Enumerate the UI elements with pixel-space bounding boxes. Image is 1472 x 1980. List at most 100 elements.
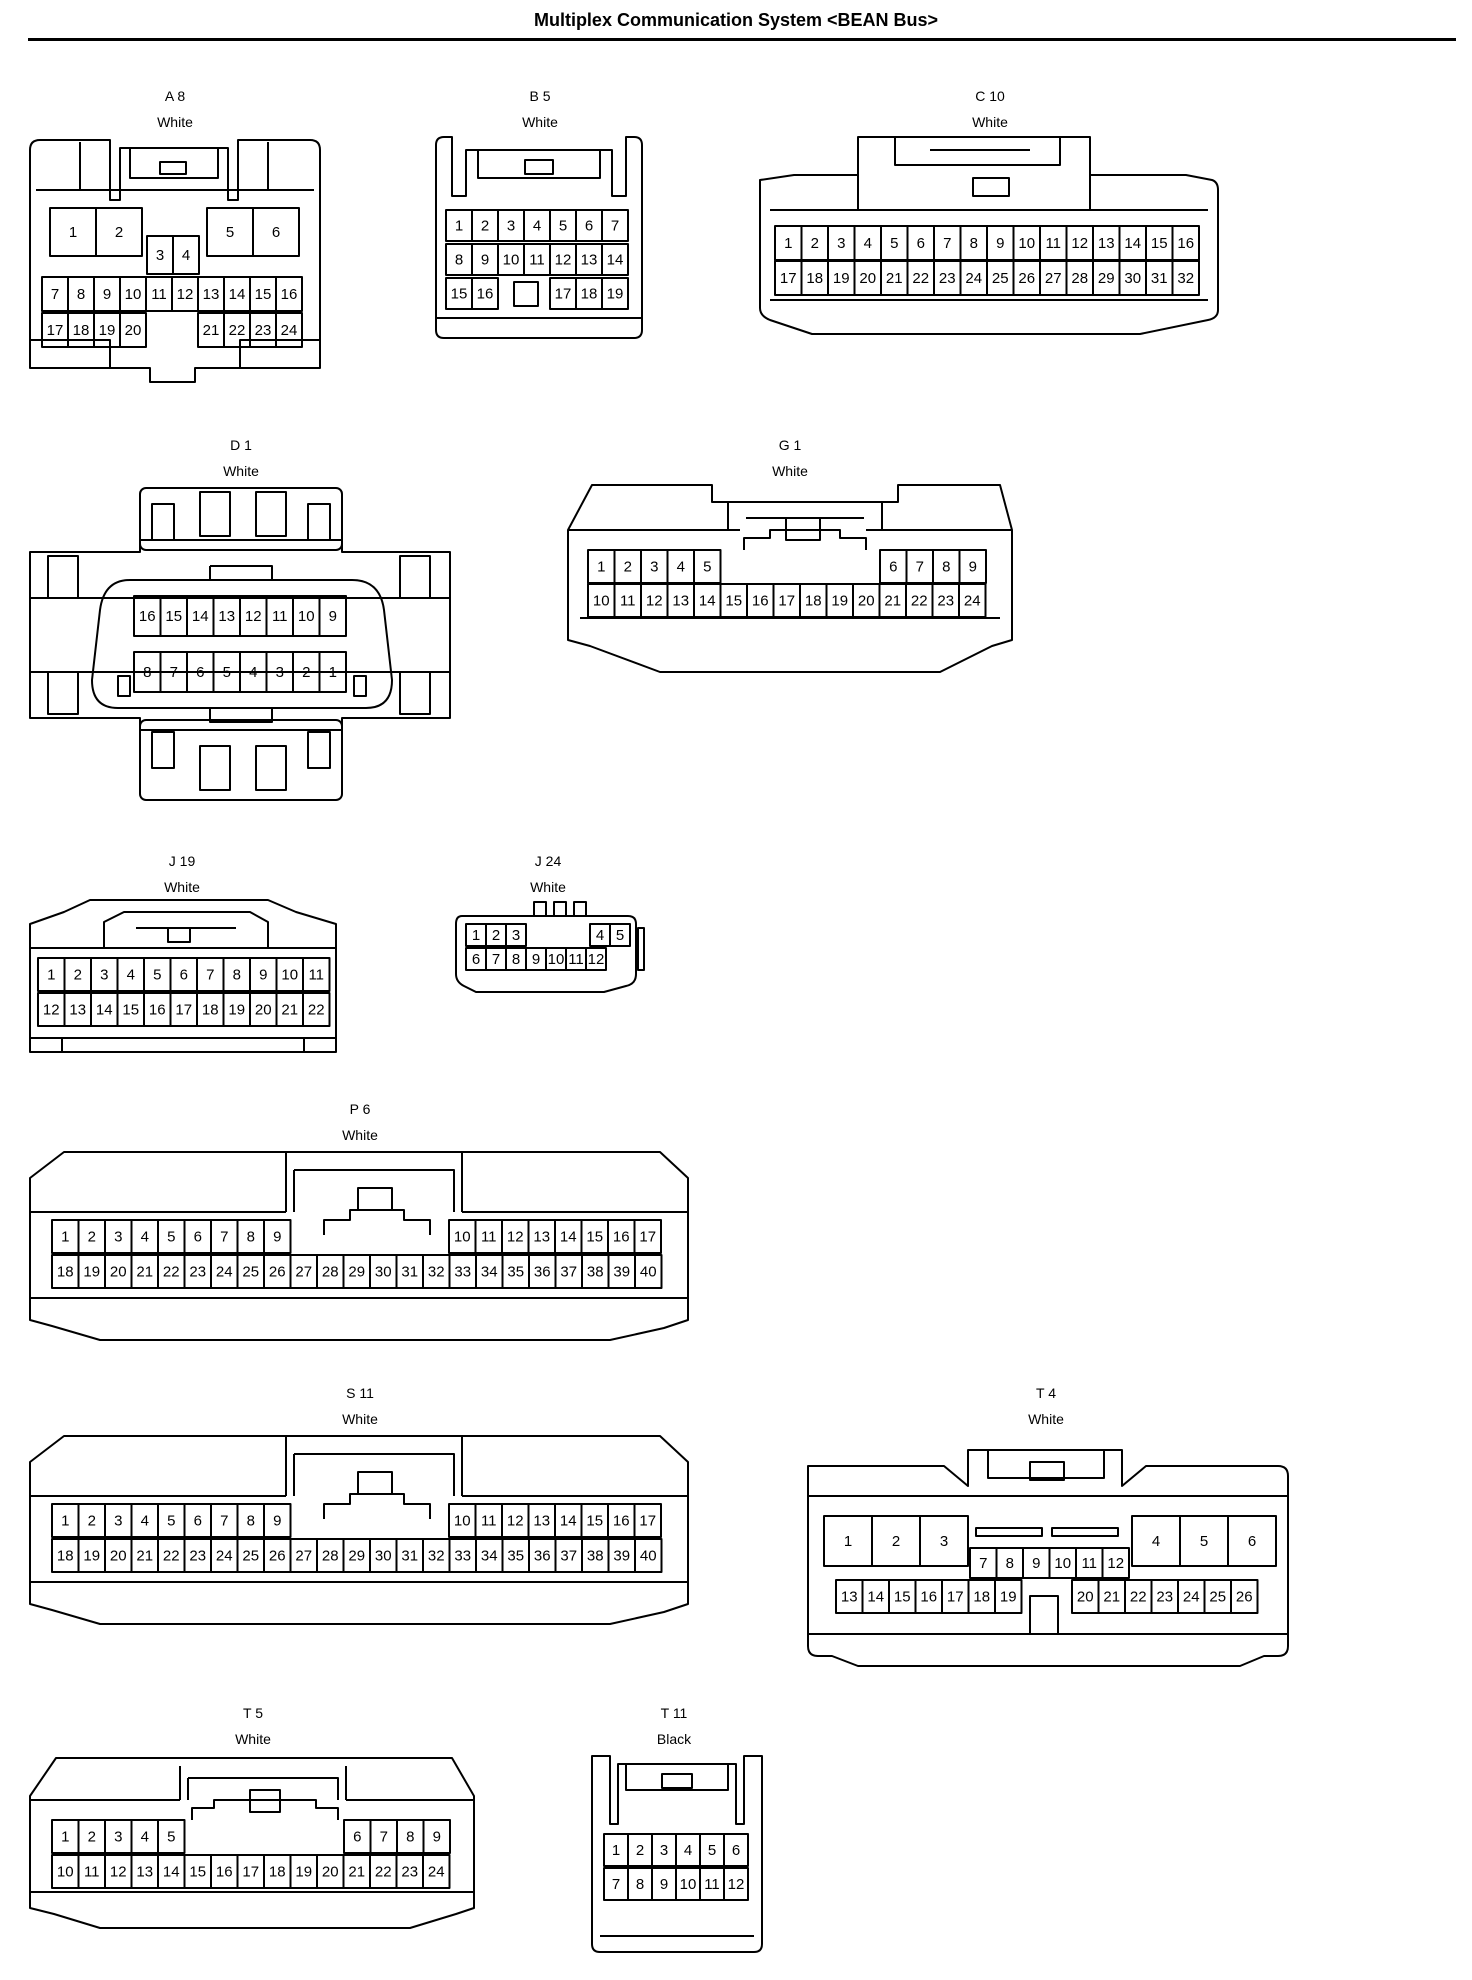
pin-number: 7	[380, 1829, 388, 1846]
pin-number: 19	[83, 1264, 100, 1281]
pin-number: 1	[61, 1229, 69, 1246]
pin-number: 11	[481, 1229, 497, 1246]
pin-number: 10	[454, 1513, 471, 1530]
pin-number: 13	[1098, 235, 1115, 252]
pin-cell	[994, 1579, 1023, 1614]
pin-number: 14	[867, 1589, 884, 1606]
pin-number: 12	[1107, 1555, 1124, 1572]
pin-number: 13	[672, 593, 689, 610]
pin-number: 23	[401, 1864, 418, 1881]
pin-number: 12	[245, 608, 262, 625]
pin-number: 16	[216, 1864, 233, 1881]
pin-number: 10	[680, 1876, 697, 1893]
pin-number: 23	[189, 1264, 206, 1281]
pin-number: 10	[298, 608, 315, 625]
pin-number: 3	[660, 1842, 668, 1859]
pin-number: 18	[269, 1864, 286, 1881]
pin-number: 7	[220, 1229, 228, 1246]
pin-number: 22	[912, 270, 929, 287]
pin-number: 20	[859, 270, 876, 287]
pin-number: 3	[156, 247, 164, 264]
pin-number: 39	[613, 1264, 630, 1281]
pin-number: 32	[1177, 270, 1194, 287]
pin-cell	[505, 923, 527, 947]
pin-cell	[958, 583, 987, 618]
pin-number: 10	[548, 951, 565, 968]
pin-number: 11	[529, 252, 545, 269]
pin-cell	[157, 1819, 186, 1854]
pin-number: 29	[348, 1548, 365, 1565]
pin-number: 6	[732, 1842, 740, 1859]
pin-number: 14	[229, 286, 246, 303]
pin-number: 1	[784, 235, 792, 252]
pin-number: 24	[1183, 1589, 1200, 1606]
pin-number: 5	[226, 224, 234, 241]
page-title: Multiplex Communication System <BEAN Bus…	[533, 10, 939, 30]
connector-t5-color: White	[235, 1731, 271, 1747]
pin-number: 3	[114, 1513, 122, 1530]
pin-number: 13	[533, 1513, 550, 1530]
pin-number: 6	[272, 224, 280, 241]
pin-number: 20	[322, 1864, 339, 1881]
pin-number: 4	[864, 235, 872, 252]
pin-number: 33	[454, 1264, 471, 1281]
pin-number: 6	[194, 1229, 202, 1246]
pin-number: 9	[273, 1229, 281, 1246]
pin-number: 16	[613, 1513, 630, 1530]
pin-number: 6	[353, 1829, 361, 1846]
pin-number: 4	[249, 664, 257, 681]
pin-number: 10	[593, 593, 610, 610]
pin-cell	[585, 947, 607, 971]
pin-number: 15	[189, 1864, 206, 1881]
pin-number: 4	[141, 1829, 149, 1846]
pin-number: 8	[77, 286, 85, 303]
pin-cell	[471, 277, 499, 310]
connector-s11-id: S 11	[346, 1385, 374, 1401]
connector-j24-color: White	[530, 879, 566, 895]
pin-number: 26	[1018, 270, 1035, 287]
pin-number: 24	[281, 322, 298, 339]
pin-number: 6	[194, 1513, 202, 1530]
pin-number: 37	[560, 1548, 577, 1565]
pin-number: 11	[151, 286, 167, 303]
pin-number: 15	[894, 1589, 911, 1606]
pin-number: 24	[965, 270, 982, 287]
pin-number: 3	[507, 218, 515, 235]
connector-t11-color: Black	[657, 1731, 692, 1747]
pin-number: 1	[612, 1842, 620, 1859]
pin-number: 6	[917, 235, 925, 252]
connector-c10-id: C 10	[975, 88, 1005, 104]
pin-number: 2	[88, 1229, 96, 1246]
pin-number: 8	[406, 1829, 414, 1846]
connector-t5-housing	[29, 1757, 475, 1929]
pin-number: 9	[996, 235, 1004, 252]
pin-number: 21	[1103, 1589, 1120, 1606]
pin-number: 9	[481, 252, 489, 269]
pin-cell	[263, 1503, 292, 1538]
connector-p6-housing	[29, 1151, 689, 1341]
pin-number: 18	[57, 1264, 74, 1281]
pin-number: 12	[1071, 235, 1088, 252]
pin-number: 5	[1200, 1533, 1208, 1550]
pin-cell	[172, 235, 200, 275]
pin-number: 1	[455, 218, 463, 235]
pin-number: 9	[1032, 1555, 1040, 1572]
pin-number: 12	[588, 951, 605, 968]
pin-number: 2	[636, 1842, 644, 1859]
pin-number: 10	[503, 252, 520, 269]
pin-number: 5	[703, 559, 711, 576]
pin-number: 20	[858, 593, 875, 610]
pin-number: 35	[507, 1264, 524, 1281]
pin-number: 5	[708, 1842, 716, 1859]
pin-number: 32	[428, 1264, 445, 1281]
connector-c10-housing	[759, 136, 1219, 335]
pin-number: 4	[684, 1842, 692, 1859]
pin-number: 1	[61, 1829, 69, 1846]
pin-number: 3	[114, 1829, 122, 1846]
